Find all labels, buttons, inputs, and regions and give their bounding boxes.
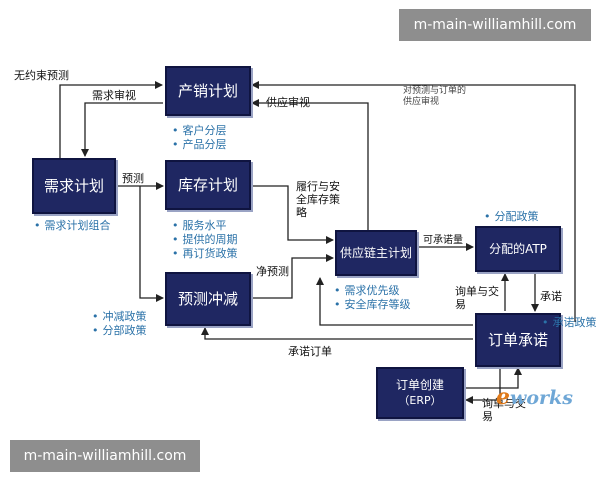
bullet-item: •客户分层: [172, 124, 227, 137]
label-top-note: 对预测与订单的 供应审视: [403, 86, 467, 107]
bullet-item: •提供的周期: [172, 233, 238, 246]
label-forecast: 预测: [122, 172, 144, 185]
arrow-commit-orders: [201, 327, 473, 340]
label-orders-trade: 询单与交 易: [455, 285, 499, 311]
arrow-order-commit: [463, 367, 522, 389]
production-bullets: •客户分层 •产品分层: [172, 124, 227, 152]
master-plan-bullets: •需求优先级 •安全库存等级: [334, 284, 411, 312]
demand-plan-title: 需求计划: [43, 177, 104, 195]
demand-bullets: •需求计划组合: [34, 219, 124, 233]
bullet-item: •需求优先级: [334, 284, 400, 297]
master-plan-title: 供应链主计划: [339, 245, 412, 260]
arrow-commit-order: [465, 368, 501, 404]
allocated-atp-title: 分配的ATP: [489, 241, 547, 256]
forecast-netting-box: 预测冲减: [165, 272, 251, 326]
arrow-demand-review: [81, 102, 163, 157]
bullet-item: •安全库存等级: [334, 298, 411, 311]
commit-bullets: •承诺政策: [542, 316, 597, 330]
arrow-commit-supply: [316, 277, 473, 326]
label-unconstrained-forecast: 无约束预测: [14, 69, 69, 82]
bullet-item: •需求计划组合: [34, 219, 111, 232]
order-commit-title: 订单承诺: [487, 331, 548, 349]
eworks-logo: eworks: [496, 384, 573, 410]
arrow-demand-netting: [139, 186, 164, 302]
arrow-net-forecast: [252, 254, 334, 299]
master-plan-box: 供应链主计划: [335, 230, 417, 276]
label-net-forecast: 净预测: [256, 265, 289, 278]
watermark-top: m-main-williamhill.com: [399, 9, 591, 41]
atp-bullets: •分配政策: [484, 210, 539, 224]
order-commit-box: 订单承诺: [475, 313, 561, 367]
bullet-item: •分部政策: [92, 324, 147, 337]
production-plan-title: 产销计划: [177, 82, 238, 100]
bullet-item: •分配政策: [484, 210, 539, 223]
label-available: 可承诺量: [423, 235, 463, 246]
arrow-unconstrained-forecast: [59, 81, 163, 158]
bullet-item: •再订货政策: [172, 247, 238, 260]
order-creation-box: 订单创建 （ERP）: [376, 367, 464, 419]
label-orders-trade-2: 询单与交 易: [482, 397, 526, 423]
bullet-item: •承诺政策: [542, 316, 597, 329]
netting-bullets: •冲减政策 •分部政策: [92, 310, 147, 338]
label-supply-review: 供应审视: [266, 96, 310, 109]
allocated-atp-box: 分配的ATP: [475, 226, 561, 272]
bullet-item: •服务水平: [172, 219, 227, 232]
arrow-fulfill: [252, 185, 334, 244]
label-commit-orders: 承诺订单: [288, 345, 332, 358]
label-promise: 承诺: [540, 290, 562, 303]
production-plan-box: 产销计划: [165, 66, 251, 116]
bullet-item: •产品分层: [172, 138, 227, 151]
order-creation-erp: （ERP）: [398, 394, 442, 407]
demand-plan-box: 需求计划: [32, 158, 116, 214]
order-creation-title: 订单创建: [395, 378, 444, 392]
label-fulfill: 履行与安 全库存策 略: [296, 180, 340, 219]
inventory-bullets: •服务水平 •提供的周期 •再订货政策: [172, 219, 238, 261]
watermark-bottom: m-main-williamhill.com: [10, 440, 200, 472]
arrow-supply-review: [251, 99, 369, 233]
inventory-plan-box: 库存计划: [165, 160, 251, 210]
inventory-plan-title: 库存计划: [177, 176, 238, 194]
arrow-top-feedback: [251, 81, 576, 322]
label-demand-review: 需求审视: [92, 89, 136, 102]
forecast-netting-title: 预测冲减: [177, 290, 238, 308]
bullet-item: •冲减政策: [92, 310, 147, 323]
